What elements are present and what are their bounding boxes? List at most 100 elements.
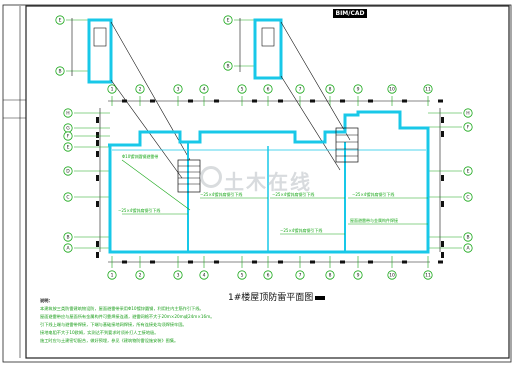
drawing-title-text: 1#楼屋顶防雷平面图 [228,293,314,303]
axis-bubble-label: C [66,195,69,201]
axis-bubble-label: A [66,246,70,252]
axis-bubble-label: 11 [425,87,431,93]
axis-bubble-right: C [463,192,473,202]
note-line: 施工时应与土建密切配合，做好预埋，参见《建筑物防雷设施安装》图集。 [40,338,179,343]
axis-bubble-circle [463,243,473,253]
axis-bubble-label: 6 [267,273,270,279]
axis-bubble-bottom: 11 [423,270,433,280]
annotation-text: −25×4镀锌扁钢引下线 [352,191,394,197]
axis-bubble-right: E [463,166,473,176]
axis-bubble-label: B [58,69,61,75]
axis-bubble-label: B [466,235,469,241]
axis-bubble-circle [325,270,335,280]
axis-bubble-circle [423,84,433,94]
note-line: 引下线上端与避雷带焊接，下端与基础接地网焊接，所有连接处均须焊接牢固。 [40,322,187,327]
axis-bubble-bottom: 2 [135,270,145,280]
axis-bubble-top: 8 [325,84,335,94]
detail-1-stair [93,27,107,47]
drawing-title: 1#楼屋顶防雷平面图 [228,290,326,303]
axis-bubble-left: A [63,243,73,253]
axis-bubble-circle [423,270,433,280]
annotation-text: −25×4镀锌扁钢引下线 [118,207,160,213]
axis-bubble-label: 4 [203,273,206,279]
axis-bubble-label: 2 [139,87,142,93]
axis-bubble-left: F [63,131,73,141]
axis-bubble-detail: B [223,61,233,71]
detail-2-outline [253,18,283,80]
axis-bubble-circle [63,232,73,242]
axis-bubble-circle [107,270,117,280]
axis-bubble-label: 5 [241,87,244,93]
axis-bubble-detail: E [55,15,65,25]
note-line: 本建筑按三类防雷建筑物设防，屋面避雷带采用Φ10镀锌圆钢，利用柱内主筋作引下线。 [40,306,204,311]
axis-bubble-left: G [63,123,73,133]
axis-bubble-right: A [463,243,473,253]
axis-bubble-circle [223,15,233,25]
axis-bubble-circle [387,84,397,94]
axis-bubble-label: 11 [425,273,431,279]
axis-bubble-circle [223,61,233,71]
axis-bubble-top: 10 [387,84,397,94]
axis-bubble-top: 6 [263,84,273,94]
axis-bubble-label: 1 [111,273,114,279]
axis-bubble-left: E [63,142,73,152]
axis-bubble-circle [325,84,335,94]
axis-bubble-right: F [463,122,473,132]
axis-bubble-label: E [467,169,470,175]
axis-bubble-bottom: 1 [107,270,117,280]
axis-bubble-label: 9 [357,273,360,279]
conductor-leaders [121,159,428,235]
axis-bubble-circle [173,270,183,280]
axis-bubble-circle [55,15,65,25]
axis-bubble-label: H [466,111,469,117]
axis-bubble-label: 3 [177,87,180,93]
axis-bubble-label: B [226,64,229,70]
axis-bubble-bottom: 5 [237,270,247,280]
detail-2-leader [280,21,351,141]
axis-bubbles: 11223344556677889910101111HGFEDCBAHFECBA… [55,15,473,280]
sheet-header-label: BIM/CAD [333,9,367,18]
axis-bubble-circle [463,122,473,132]
axis-bubble-label: A [466,246,470,252]
detail-1-leader [110,79,183,179]
axis-bubble-bottom: 7 [295,270,305,280]
inner-frame [25,5,510,359]
stair-core-right [335,127,359,163]
axis-bubble-circle [63,131,73,141]
note-line: 屋面避雷带应与屋面所有金属构件可靠焊接连通，避雷网格不大于20m×20m或24m… [40,314,215,319]
axis-bubble-circle [237,84,247,94]
watermark-logo-icon [200,166,222,188]
axis-bubble-circle [463,232,473,242]
annotation-text: −25×4镀锌扁钢引下线 [280,227,322,233]
axis-bubble-label: E [59,18,62,24]
axis-bubble-top: 11 [423,84,433,94]
axis-bubble-top: 1 [107,84,117,94]
axis-bubble-detail: B [55,66,65,76]
axis-bubble-top: 7 [295,84,305,94]
axis-bubble-label: 7 [299,87,302,93]
axis-bubble-label: E [227,18,230,24]
axis-bubble-circle [135,84,145,94]
axis-bubble-circle [63,108,73,118]
axis-bubble-left: D [63,166,73,176]
axis-bubble-label: 9 [357,87,360,93]
axis-bubble-right: B [463,232,473,242]
axis-bubble-label: 6 [267,87,270,93]
notes-heading: 说明： [40,298,53,303]
axis-bubble-circle [463,192,473,202]
detail-2-leader [280,75,341,171]
axis-bubble-left: B [63,232,73,242]
axis-bubble-label: E [67,145,70,151]
watermark-text: 土木在线 [224,170,312,194]
axis-bubble-label: 8 [329,87,332,93]
axis-bubble-circle [295,84,305,94]
axis-bubble-circle [107,84,117,94]
axis-bubble-right: H [463,108,473,118]
axis-bubble-top: 2 [135,84,145,94]
axis-bubble-left: C [63,192,73,202]
scale-bar-icon [315,295,326,300]
grid-lines [66,18,462,268]
annotation-text: −25×4镀锌扁钢引下线 [272,191,314,197]
axis-bubble-circle [263,84,273,94]
